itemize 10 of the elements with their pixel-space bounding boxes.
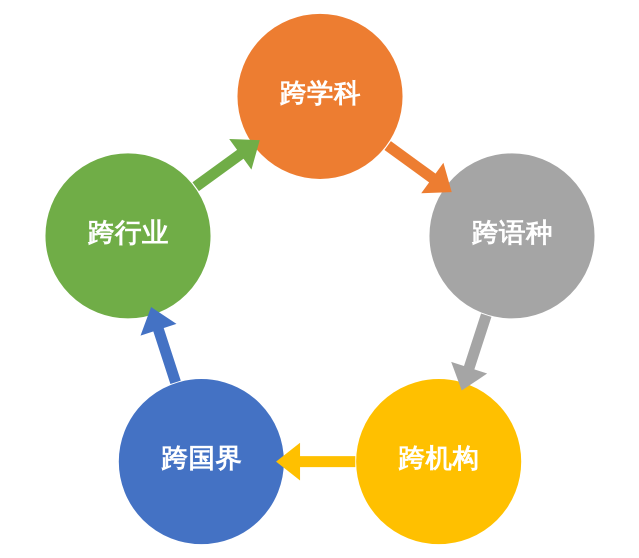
node-circle: 跨语种 — [428, 152, 596, 320]
arrow — [384, 141, 452, 194]
node-circle: 跨国界 — [117, 378, 285, 546]
node-circle: 跨学科 — [236, 12, 404, 180]
node-circle: 跨机构 — [354, 378, 522, 546]
node-circle: 跨行业 — [44, 152, 212, 320]
arrow — [140, 306, 180, 384]
arrow — [192, 139, 260, 192]
arrow — [276, 442, 355, 480]
arrow — [450, 313, 491, 391]
